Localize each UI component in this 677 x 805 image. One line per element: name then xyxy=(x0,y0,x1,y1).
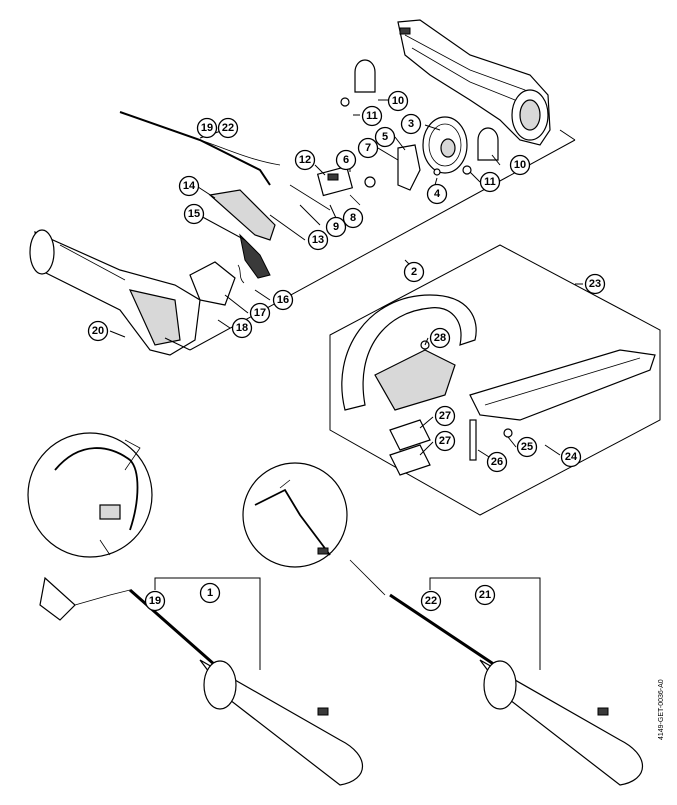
callout-20: 20 xyxy=(87,320,109,342)
callout-26: 26 xyxy=(486,451,508,473)
callout-label: 1 xyxy=(207,587,213,599)
callout-25: 25 xyxy=(516,436,538,458)
callout-label: 24 xyxy=(565,451,578,463)
callout-label: 10 xyxy=(514,159,526,171)
callout-16: 16 xyxy=(272,289,294,311)
callout-label: 26 xyxy=(491,456,503,468)
callout-label: 6 xyxy=(343,154,349,166)
callout-label: 16 xyxy=(277,294,289,306)
callout-label: 27 xyxy=(439,435,451,447)
gear-part xyxy=(422,116,468,174)
callout-label: 17 xyxy=(254,307,266,319)
detail-circle-right xyxy=(242,462,348,568)
callout-label: 19 xyxy=(201,122,213,134)
callout-label: 5 xyxy=(382,131,388,143)
clamp-part xyxy=(354,59,499,161)
callout-10a: 10 xyxy=(387,90,409,112)
document-code: 4149-GET-0036-A0 xyxy=(658,679,665,741)
callout-11b: 11 xyxy=(479,171,501,193)
callout-label: 28 xyxy=(434,332,446,344)
callout-label: 11 xyxy=(484,176,496,188)
callout-11a: 11 xyxy=(361,105,383,127)
callout-3: 3 xyxy=(400,113,422,135)
callout-19b: 19 xyxy=(144,590,166,612)
small-parts xyxy=(289,97,472,211)
callout-28: 28 xyxy=(429,327,451,349)
callout-13: 13 xyxy=(307,229,329,251)
callout-17: 17 xyxy=(249,302,271,324)
callout-22b: 22 xyxy=(420,590,442,612)
callout-18: 18 xyxy=(231,317,253,339)
callout-label: 21 xyxy=(479,589,491,601)
callout-label: 2 xyxy=(411,266,417,278)
callout-15: 15 xyxy=(183,203,205,225)
callout-5: 5 xyxy=(374,126,396,148)
handle-shell-part xyxy=(29,229,201,356)
detail-circle-left xyxy=(27,432,153,558)
callout-label: 7 xyxy=(365,142,371,154)
callout-label: 9 xyxy=(333,221,339,233)
loop-handle-box xyxy=(329,244,661,516)
callout-label: 14 xyxy=(183,180,196,192)
callout-label: 13 xyxy=(312,234,324,246)
callout-14: 14 xyxy=(178,175,200,197)
assembly-1-part xyxy=(39,576,364,786)
callout-24: 24 xyxy=(560,446,582,468)
trigger-parts xyxy=(189,189,276,306)
callout-label: 23 xyxy=(589,278,601,290)
callout-6: 6 xyxy=(335,149,357,171)
callout-label: 20 xyxy=(92,325,104,337)
callout-12: 12 xyxy=(294,149,316,171)
callout-label: 22 xyxy=(425,595,437,607)
callout-9: 9 xyxy=(325,216,347,238)
callout-7: 7 xyxy=(357,137,379,159)
callout-19a: 19 xyxy=(196,117,218,139)
callout-10b: 10 xyxy=(509,154,531,176)
callout-21: 21 xyxy=(474,584,496,606)
cable-part xyxy=(119,111,281,186)
assembly-21-part xyxy=(349,559,644,786)
callout-23: 23 xyxy=(584,273,606,295)
loop-handle-part xyxy=(341,294,656,476)
callout-label: 4 xyxy=(434,188,441,200)
callout-4: 4 xyxy=(426,183,448,205)
callout-1: 1 xyxy=(199,582,221,604)
callout-label: 19 xyxy=(149,595,161,607)
callout-2: 2 xyxy=(403,261,425,283)
callout-label: 11 xyxy=(366,110,378,122)
callout-27b: 27 xyxy=(434,430,456,452)
callout-label: 10 xyxy=(392,95,404,107)
callout-27a: 27 xyxy=(434,405,456,427)
callout-label: 22 xyxy=(222,122,234,134)
callout-label: 3 xyxy=(408,118,414,130)
callout-label: 15 xyxy=(188,208,200,220)
callout-22a: 22 xyxy=(217,117,239,139)
housing-part xyxy=(397,19,551,146)
callout-label: 18 xyxy=(236,322,248,334)
callout-label: 12 xyxy=(299,154,311,166)
callout-label: 25 xyxy=(521,441,533,453)
callout-8: 8 xyxy=(342,207,364,229)
callout-label: 8 xyxy=(350,212,356,224)
callout-label: 27 xyxy=(439,410,451,422)
